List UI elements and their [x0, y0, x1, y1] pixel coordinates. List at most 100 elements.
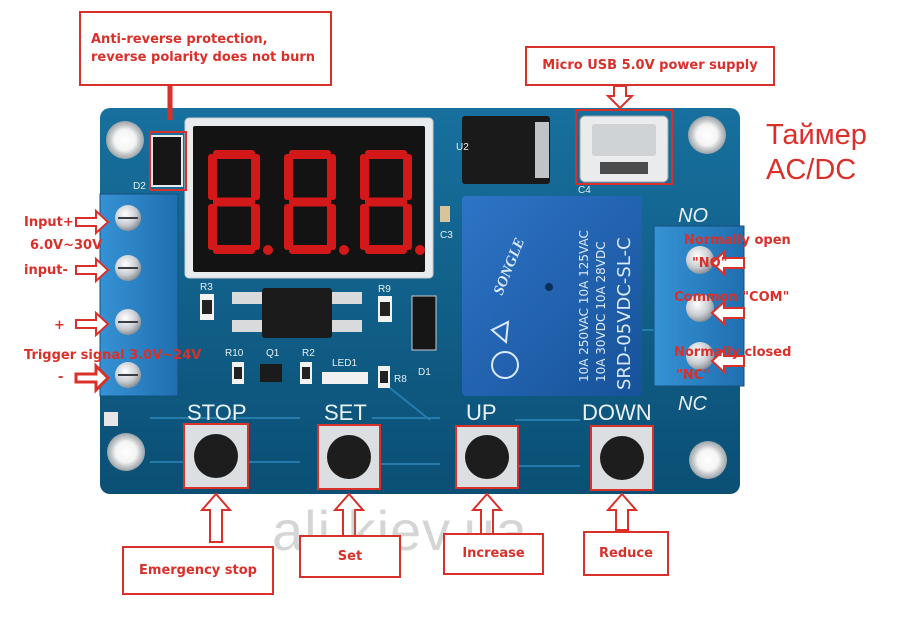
diode-d1 — [411, 295, 437, 351]
digit-3-segment-d — [365, 245, 407, 254]
anti-reverse-line-2: reverse polarity does not burn — [91, 49, 316, 65]
silk-c3: C3 — [440, 230, 453, 241]
stop-up-arrow-icon — [199, 492, 233, 543]
capacitor-c3 — [440, 206, 450, 222]
digit-2-segment-a — [289, 150, 331, 159]
silk-up: UP — [466, 400, 497, 425]
relay-srd-05vdc — [462, 196, 642, 396]
reduce-up-arrow-icon — [605, 492, 639, 531]
digit-1-segment-a — [213, 150, 255, 159]
nc-arrow-icon — [710, 347, 745, 375]
silk-r9: R9 — [378, 284, 391, 295]
trigger-plus-arrow-icon — [75, 310, 110, 338]
silk-set: SET — [324, 400, 367, 425]
relay-rating-1: 10A 250VAC 10A 125VAC — [577, 230, 591, 382]
trigger-minus-label: - — [58, 370, 64, 385]
input-minus-label: input- — [24, 263, 68, 278]
anti-reverse-line-1: Anti-reverse protection, — [91, 31, 268, 47]
voltage-range-label: 6.0V~30V — [30, 238, 103, 253]
normally-closed-label: Normally closed — [674, 345, 792, 360]
silk-r2: R2 — [302, 348, 315, 359]
digit-2-decimal-point — [339, 245, 349, 255]
regulator-u2 — [462, 116, 550, 184]
silk-down: DOWN — [582, 400, 652, 425]
increase-callout: Increase — [443, 533, 544, 575]
silk-r10: R10 — [225, 348, 244, 359]
usb-highlight — [575, 109, 673, 185]
silk-d1: D1 — [418, 367, 431, 378]
digit-1-segment-f — [208, 154, 217, 200]
digit-3-segment-a — [365, 150, 407, 159]
usb-down-arrow-icon — [605, 85, 635, 110]
input-terminal-block — [100, 194, 178, 396]
silk-led1: LED1 — [332, 358, 357, 369]
com-arrow-icon — [710, 299, 745, 327]
common-label: Common "COM" — [674, 290, 790, 305]
silk-d2: D2 — [133, 181, 146, 192]
led1 — [322, 372, 368, 384]
transistor-q1 — [260, 364, 282, 382]
silk-u2: U2 — [456, 142, 469, 153]
digit-1-segment-c — [251, 204, 260, 250]
display-digits — [208, 150, 425, 255]
silk-no: NO — [678, 205, 708, 227]
digit-2-segment-b — [327, 154, 336, 200]
silk-r3: R3 — [200, 282, 213, 293]
digit-2-segment-f — [284, 154, 293, 200]
no-arrow-icon — [710, 249, 745, 277]
digit-2-segment-c — [327, 204, 336, 250]
silk-c4: C4 — [578, 185, 591, 196]
normally-open-label: Normally open — [684, 233, 791, 248]
no-short-label: "NO" — [692, 256, 728, 271]
mount-hole-top-left — [106, 121, 144, 159]
digit-1-segment-d — [213, 245, 255, 254]
digit-3-segment-f — [360, 154, 369, 200]
diode-d2 — [151, 135, 183, 187]
digit-3-segment-b — [403, 154, 412, 200]
title-line-1: Таймер — [766, 119, 867, 151]
silk-stop: STOP — [187, 400, 247, 425]
d2-highlight — [149, 131, 187, 191]
digit-2-segment-e — [284, 204, 293, 250]
trigger-signal-label: Trigger signal 3.0V~24V — [24, 348, 202, 363]
relay-screw-com — [686, 294, 714, 322]
anti-reverse-callout: Anti-reverse protection, reverse polarit… — [79, 11, 332, 86]
digit-3-segment-c — [403, 204, 412, 250]
reduce-callout: Reduce — [583, 531, 669, 576]
digit-3-segment-g — [365, 197, 407, 207]
trigger-plus-label: + — [54, 318, 65, 333]
digit-3-decimal-point — [415, 245, 425, 255]
mount-hole-bottom-right — [689, 441, 727, 479]
silk-nc: NC — [678, 393, 707, 415]
cqc-mark-icon — [491, 351, 519, 379]
title-line-2: AC/DC — [766, 154, 857, 186]
emergency-stop-callout: Emergency stop — [122, 546, 274, 595]
mount-hole-top-right — [688, 116, 726, 154]
set-button[interactable] — [317, 424, 381, 490]
increase-up-arrow-icon — [470, 492, 504, 537]
stop-button[interactable] — [183, 423, 249, 489]
up-button[interactable] — [455, 425, 519, 489]
relay-screw-no — [686, 246, 714, 274]
timer-title: Таймер AC/DC — [766, 118, 867, 188]
set-up-arrow-icon — [332, 492, 366, 537]
input-minus-arrow-icon — [75, 256, 110, 284]
digit-1-segment-e — [208, 204, 217, 250]
trigger-minus-arrow-icon — [74, 362, 111, 394]
digit-1-decimal-point — [263, 245, 273, 255]
silk-q1: Q1 — [266, 348, 280, 359]
set-callout: Set — [299, 535, 401, 578]
relay-screw-nc — [686, 342, 714, 370]
silk-r8: R8 — [394, 374, 407, 385]
nc-short-label: "NC" — [676, 368, 710, 383]
input-plus-label: Input+ — [24, 215, 74, 230]
down-button[interactable] — [590, 425, 654, 491]
mount-hole-bottom-left — [107, 433, 145, 471]
input-plus-arrow-icon — [75, 208, 110, 236]
digit-3-segment-e — [360, 204, 369, 250]
relay-rating-2: 10A 30VDC 10A 28VDC — [594, 241, 608, 382]
usb-callout: Micro USB 5.0V power supply — [525, 46, 775, 86]
digit-1-segment-b — [251, 154, 260, 200]
digit-2-segment-g — [289, 197, 331, 207]
